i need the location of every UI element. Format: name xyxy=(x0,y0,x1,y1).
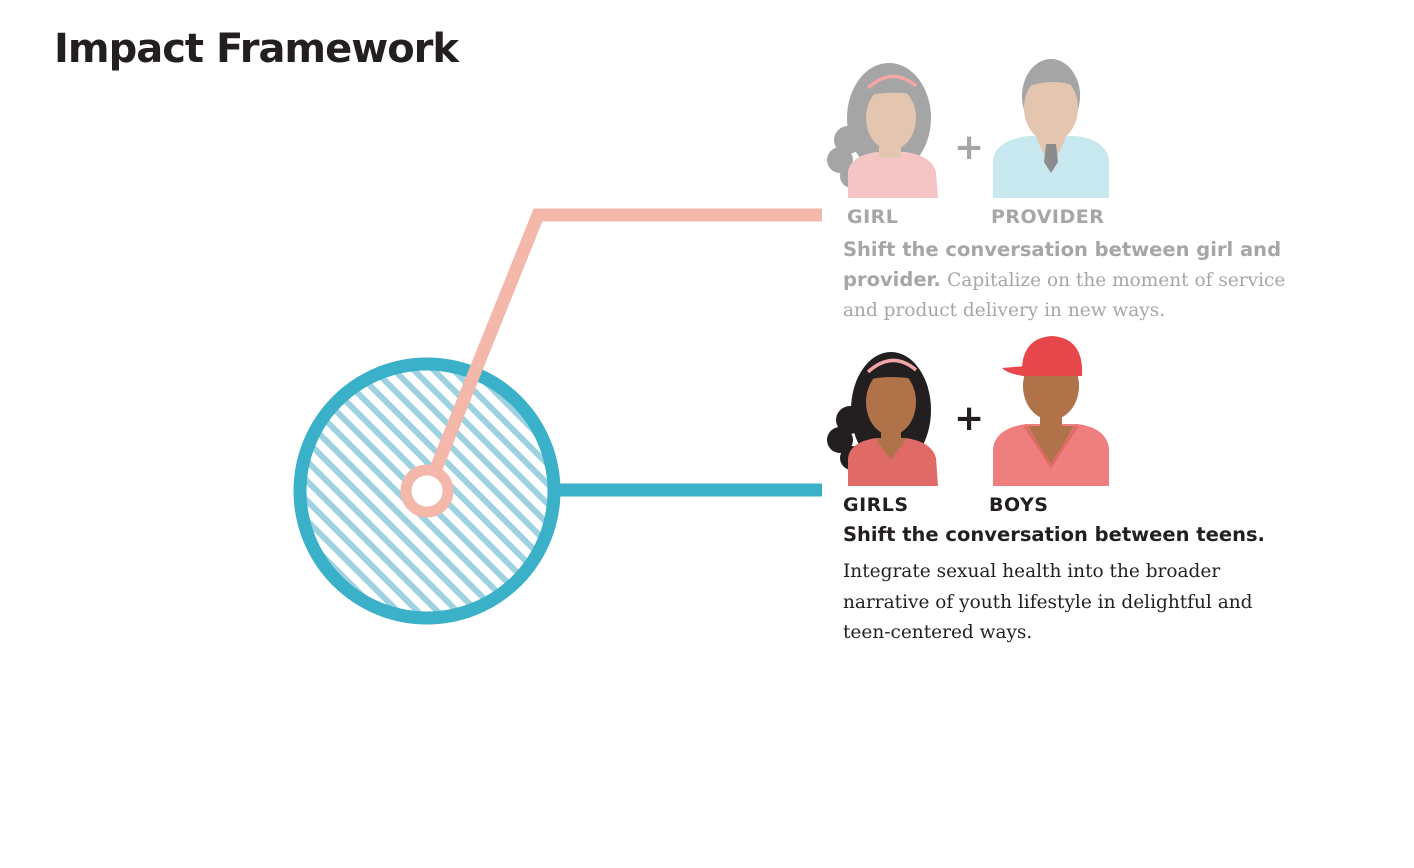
boy-colored-icon xyxy=(993,336,1109,486)
bottom-description-lead: Shift the conversation between teens. xyxy=(843,523,1265,546)
bottom-description-body-text: Integrate sexual health into the broader… xyxy=(843,561,1253,643)
plus-sign-top: + xyxy=(954,127,985,168)
girl-muted-icon xyxy=(827,63,938,198)
peach-connector-line xyxy=(420,208,822,494)
girls-label: GIRLS xyxy=(843,494,909,516)
provider-label: PROVIDER xyxy=(991,206,1105,228)
page-title: Impact Framework xyxy=(54,26,459,72)
girl-colored-icon xyxy=(827,352,938,486)
bottom-description-body: Integrate sexual health into the broader… xyxy=(843,556,1263,648)
top-description-lead: Shift the conversation between girl and … xyxy=(843,238,1282,291)
boys-label: BOYS xyxy=(989,494,1049,516)
plus-sign-bottom: + xyxy=(954,398,985,439)
top-description: Shift the conversation between girl and … xyxy=(843,235,1293,326)
top-description-body: Capitalize on the moment of service and … xyxy=(843,269,1286,322)
provider-muted-icon xyxy=(993,59,1109,198)
peach-node xyxy=(400,464,454,518)
girl-label: GIRL xyxy=(847,206,899,228)
